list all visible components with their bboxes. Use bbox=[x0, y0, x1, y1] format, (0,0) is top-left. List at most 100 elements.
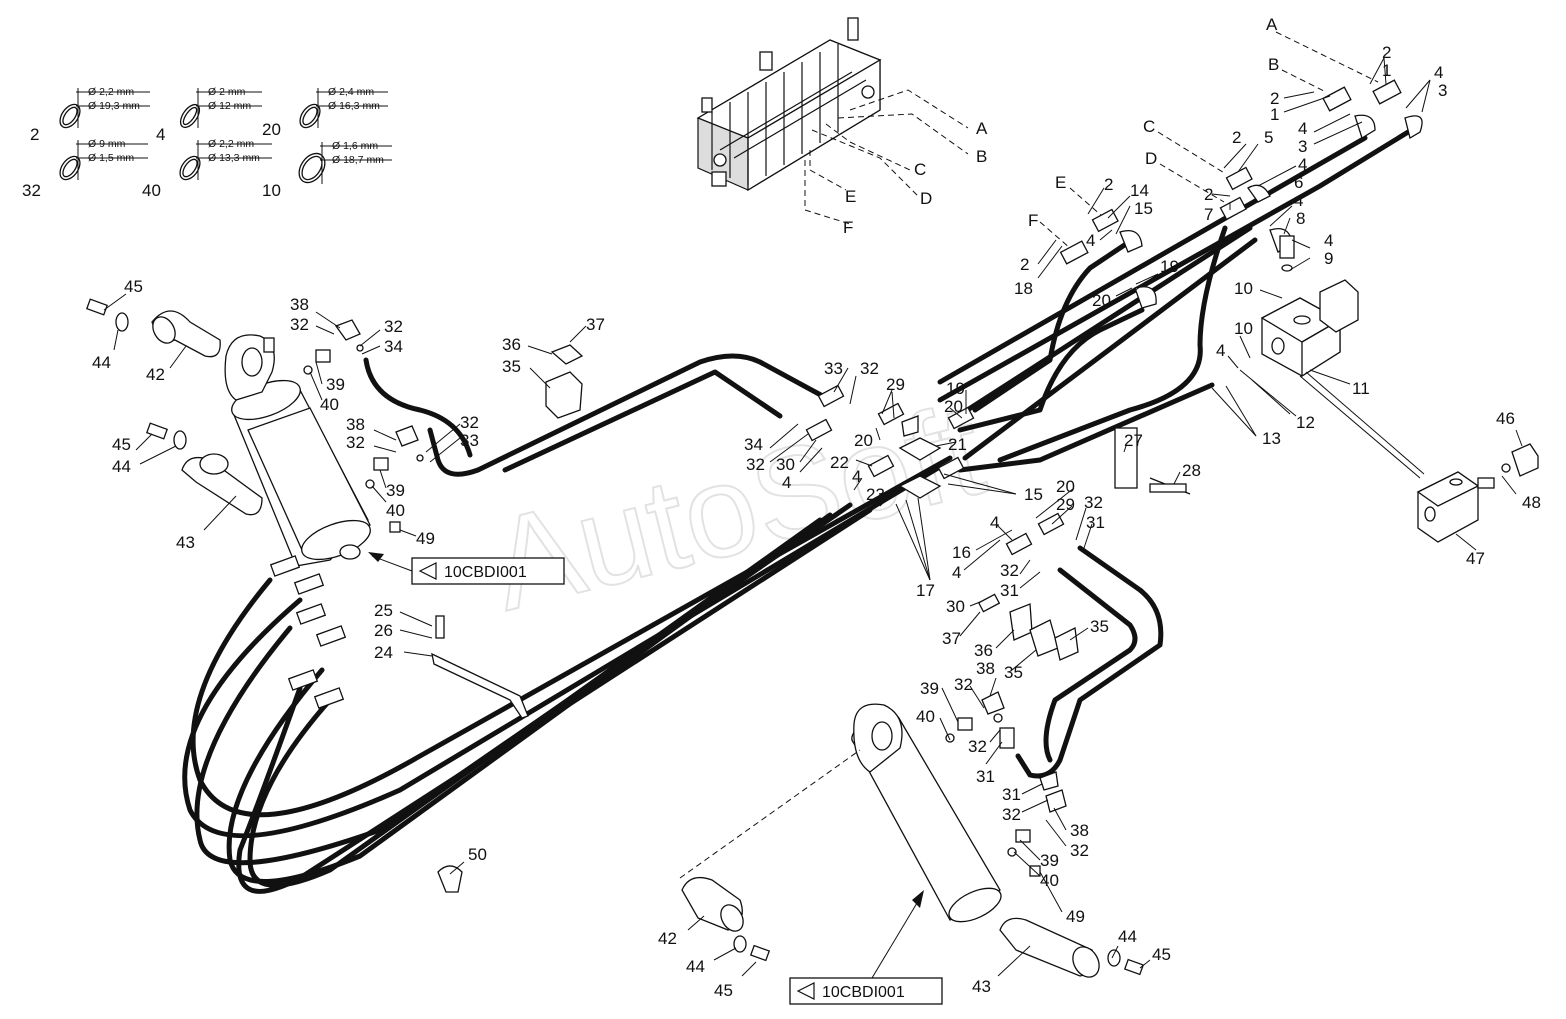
control-valve-block bbox=[696, 17, 882, 192]
callout: 27 bbox=[1124, 431, 1143, 450]
callout: 1 bbox=[1382, 61, 1391, 80]
callout: 33 bbox=[460, 431, 479, 450]
callout: 38 bbox=[290, 295, 309, 314]
callout: 4 bbox=[990, 513, 999, 532]
view-reference-label: 10CBDI001 bbox=[822, 984, 905, 1001]
callout: 20 bbox=[1092, 291, 1111, 310]
callout: 19 bbox=[946, 379, 965, 398]
solenoid-valve-11 bbox=[1260, 279, 1425, 479]
callout: 24 bbox=[374, 643, 393, 662]
seal-legend-item: Ø 2,4 mm Ø 16,3 mm 20 bbox=[262, 86, 388, 139]
callout: 25 bbox=[374, 601, 393, 620]
callout: 39 bbox=[1040, 851, 1059, 870]
callout: 4 bbox=[1434, 63, 1443, 82]
callout: 37 bbox=[942, 629, 961, 648]
callout: 15 bbox=[1134, 199, 1153, 218]
callout: 32 bbox=[1002, 805, 1021, 824]
callout: 37 bbox=[586, 315, 605, 334]
callout: 32 bbox=[860, 359, 879, 378]
seal-ref: 10 bbox=[262, 181, 281, 200]
callout: 32 bbox=[1084, 493, 1103, 512]
seal-legend-item: Ø 2,2 mm Ø 13,3 mm 40 bbox=[142, 138, 272, 200]
callout: 30 bbox=[776, 455, 795, 474]
view-reference-label: 10CBDI001 bbox=[444, 564, 527, 581]
callout: 45 bbox=[124, 277, 143, 296]
port-letter: A bbox=[1266, 15, 1278, 34]
callout: 4 bbox=[1298, 119, 1307, 138]
valve-block-47 bbox=[1416, 443, 1539, 543]
port-letter: C bbox=[914, 160, 926, 179]
callout: 31 bbox=[1000, 581, 1019, 600]
callout: 44 bbox=[1118, 927, 1137, 946]
seal-dim-2: Ø 1,5 mm bbox=[88, 152, 134, 164]
view-reference-left: 10CBDI001 bbox=[368, 552, 565, 585]
callout: 30 bbox=[946, 597, 965, 616]
callout: 40 bbox=[320, 395, 339, 414]
left-pins bbox=[85, 298, 263, 516]
callout: 42 bbox=[146, 365, 165, 384]
callout: 4 bbox=[1294, 191, 1303, 210]
callout: 20 bbox=[944, 397, 963, 416]
callout: 4 bbox=[952, 563, 961, 582]
callout: 45 bbox=[714, 981, 733, 1000]
seal-dim-2: Ø 18,7 mm bbox=[332, 154, 384, 166]
callout: 31 bbox=[1002, 785, 1021, 804]
callout: 45 bbox=[1152, 945, 1171, 964]
callout: 21 bbox=[948, 435, 967, 454]
callout: 12 bbox=[1296, 413, 1315, 432]
callout: 17 bbox=[916, 581, 935, 600]
callout: 13 bbox=[1262, 429, 1281, 448]
callout: 18 bbox=[1014, 279, 1033, 298]
callout: 48 bbox=[1522, 493, 1541, 512]
port-letter: A bbox=[976, 119, 988, 138]
callout: 35 bbox=[1090, 617, 1109, 636]
callout: 32 bbox=[746, 455, 765, 474]
left-hose-end-fittings bbox=[269, 555, 347, 709]
callout: 32 bbox=[1070, 841, 1089, 860]
callout: 49 bbox=[416, 529, 435, 548]
callout: 38 bbox=[346, 415, 365, 434]
seal-dim-2: Ø 13,3 mm bbox=[208, 152, 260, 164]
callout: 34 bbox=[744, 435, 763, 454]
callout: 40 bbox=[1040, 871, 1059, 890]
callout: 43 bbox=[972, 977, 991, 996]
port-letter: B bbox=[976, 147, 987, 166]
callout: 22 bbox=[830, 453, 849, 472]
seal-dim-2: Ø 16,3 mm bbox=[328, 100, 380, 112]
callout-numbers: 2 1 4 3 2 1 4 3 2 5 4 6 2 7 4 8 2 14 15 … bbox=[92, 43, 1541, 1000]
callout: 29 bbox=[1056, 495, 1075, 514]
lower-pins bbox=[437, 865, 1145, 978]
callout: 23 bbox=[866, 485, 885, 504]
callout: 4 bbox=[1216, 341, 1225, 360]
hydraulic-hoses bbox=[182, 123, 1421, 894]
left-cylinder-fittings bbox=[303, 319, 424, 533]
seal-legend-item: Ø 2,2 mm Ø 19,3 mm 2 bbox=[30, 86, 150, 144]
seal-dim-1: Ø 2,2 mm bbox=[208, 138, 254, 150]
seal-ref: 32 bbox=[22, 181, 41, 200]
seal-dim-1: Ø 9 mm bbox=[88, 138, 126, 150]
port-letter: C bbox=[1143, 117, 1155, 136]
port-letter: B bbox=[1268, 55, 1279, 74]
port-letter: F bbox=[843, 218, 853, 237]
callout: 47 bbox=[1466, 549, 1485, 568]
callout: 32 bbox=[1000, 561, 1019, 580]
callout: 4 bbox=[1086, 231, 1095, 250]
callout: 4 bbox=[782, 473, 791, 492]
callout: 10 bbox=[1234, 279, 1253, 298]
callout: 32 bbox=[346, 433, 365, 452]
callout: 42 bbox=[658, 929, 677, 948]
hose-bundle-main bbox=[182, 123, 1421, 894]
callout: 40 bbox=[386, 501, 405, 520]
seal-legend-item: Ø 2 mm Ø 12 mm 4 bbox=[156, 86, 262, 144]
callout: 4 bbox=[1298, 155, 1307, 174]
callout: 2 bbox=[1232, 128, 1241, 147]
callout: 28 bbox=[1182, 461, 1201, 480]
port-letter: F bbox=[1028, 211, 1038, 230]
callout: 35 bbox=[1004, 663, 1023, 682]
callout: 16 bbox=[952, 543, 971, 562]
callout: 32 bbox=[384, 317, 403, 336]
seal-dim-1: Ø 1,6 mm bbox=[332, 140, 378, 152]
seal-dim-2: Ø 12 mm bbox=[208, 100, 251, 112]
port-letter: E bbox=[845, 187, 856, 206]
seal-legend: Ø 2,2 mm Ø 19,3 mm 2 Ø 2 mm Ø 12 mm 4 Ø … bbox=[22, 86, 392, 200]
